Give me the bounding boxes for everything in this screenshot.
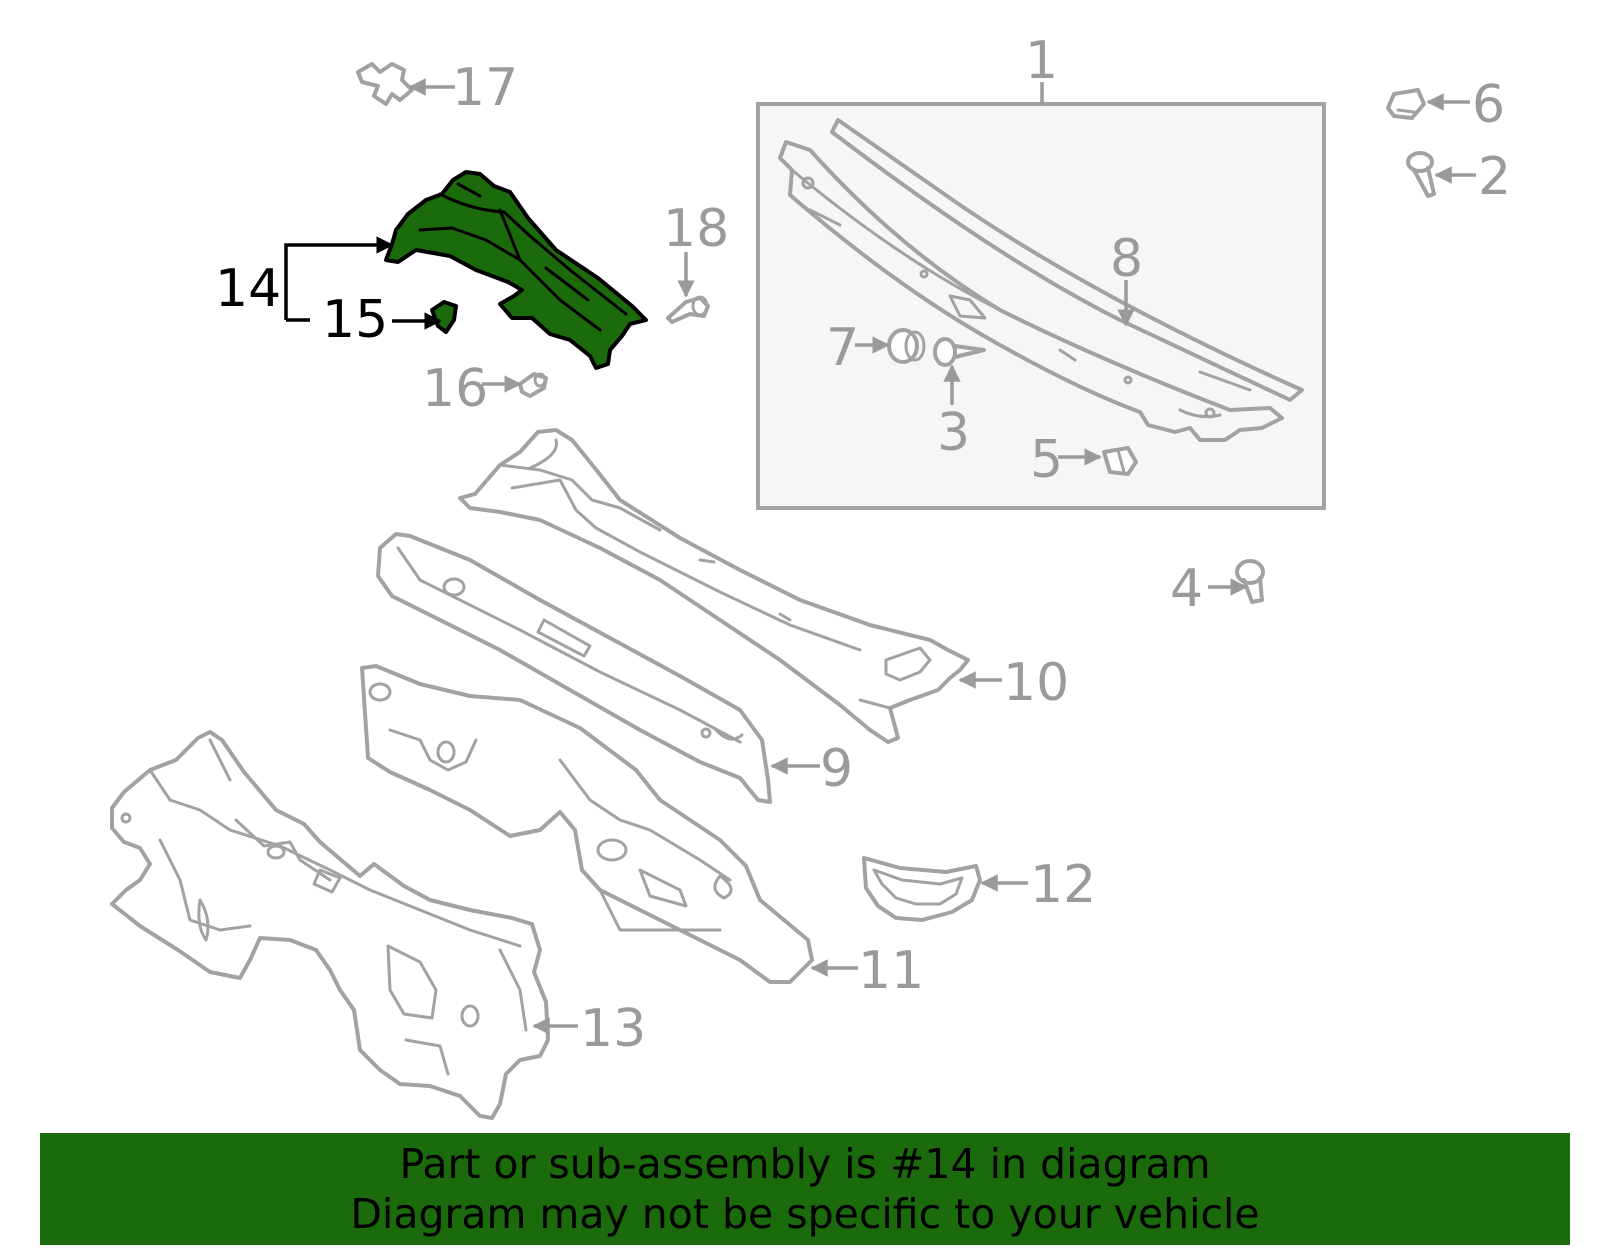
callout-1: 1 [1025,31,1058,91]
callout-9: 9 [820,739,853,799]
part-4-clip [1235,559,1265,604]
part-12-bracket [862,856,982,922]
callout-14: 14 [215,259,281,319]
part-15-clip [430,300,458,334]
part-8-cowl-panel [778,118,1304,442]
callout-2: 2 [1478,147,1511,207]
callout-17: 17 [452,58,518,118]
callout-18: 18 [663,199,729,259]
part-1-assembly-box [756,82,1326,510]
callout-13: 13 [580,999,646,1059]
part-17-clip [356,62,414,106]
part-9-cowl-cross-member [376,532,772,804]
part-5-grommet [1102,446,1138,476]
part-6-clip [1386,88,1426,120]
callout-15: 15 [322,290,388,350]
part-14-cowl-side-panel [384,170,648,370]
part-11-dash-panel [360,664,814,984]
callout-4: 4 [1170,559,1203,619]
banner-line-2: Diagram may not be specific to your vehi… [350,1190,1260,1238]
callout-7: 7 [826,318,859,378]
callout-6: 6 [1472,75,1505,135]
part-14-bracket [284,236,442,330]
part-7-grommet [887,328,926,364]
callout-11: 11 [858,941,924,1001]
callout-3: 3 [937,403,970,463]
callout-12: 12 [1030,855,1096,915]
callout-16: 16 [422,359,488,419]
banner-line-1: Part or sub-assembly is #14 in diagram [399,1140,1211,1188]
callout-8: 8 [1110,229,1143,289]
part-13-dash-silencer [110,730,550,1120]
callout-10: 10 [1003,653,1069,713]
part-2-screw [1406,151,1436,198]
part-10-cowl-upper [458,428,970,744]
callout-5: 5 [1030,430,1063,490]
part-16-clip [518,372,548,398]
info-banner: Part or sub-assembly is #14 in diagram D… [40,1133,1570,1245]
part-18-clip [666,295,710,324]
